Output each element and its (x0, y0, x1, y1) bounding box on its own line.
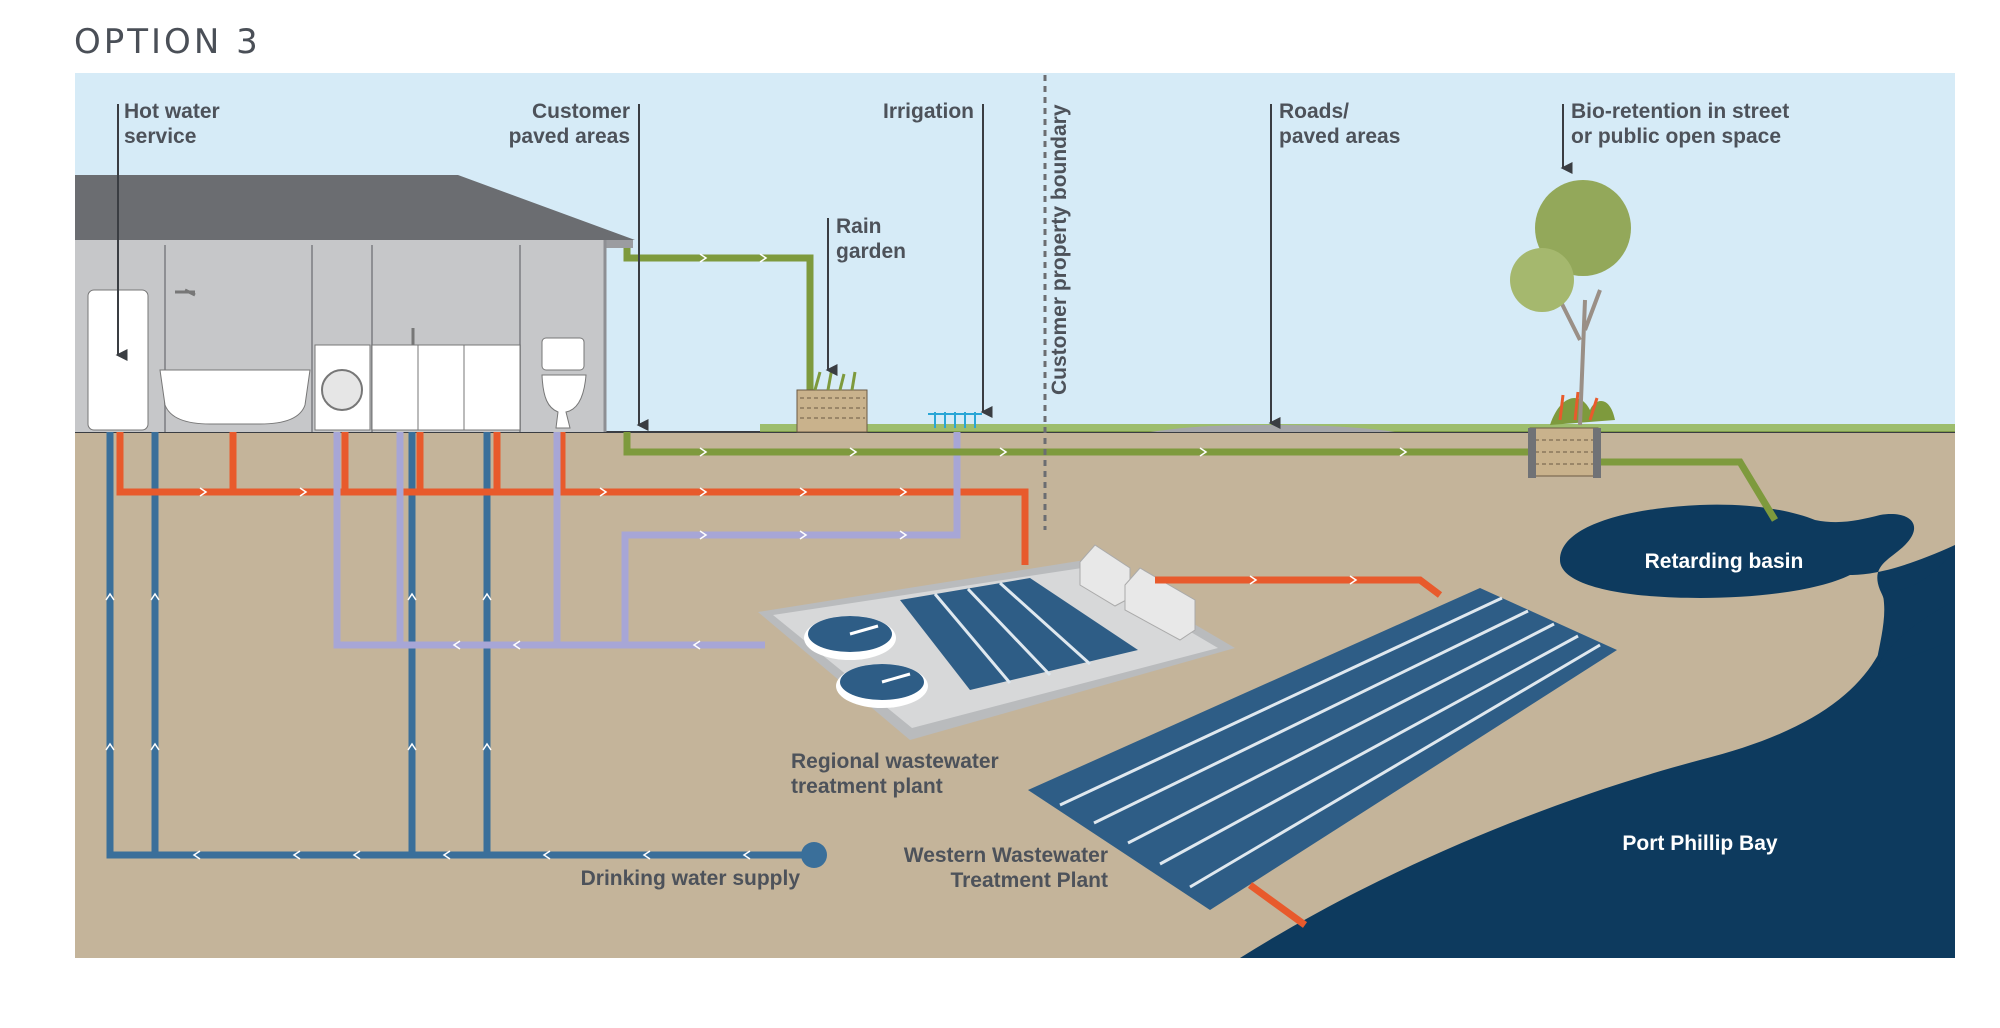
rain-garden (796, 367, 868, 433)
page-title: OPTION 3 (74, 22, 261, 62)
drinking-water-source (801, 842, 827, 868)
recycled-flow-marks (452, 530, 908, 650)
drinking-water-pipes (106, 432, 810, 859)
wastewater-flow-marks (199, 487, 1358, 585)
wastewater-pipes (116, 432, 1443, 928)
label-roads: Roads/paved areas (1279, 100, 1400, 148)
house (75, 175, 635, 432)
label-port-phillip-bay: Port Phillip Bay (1622, 832, 1778, 855)
label-retarding-basin: Retarding basin (1645, 550, 1804, 573)
port-phillip-bay-shape (1240, 545, 1955, 958)
stormwater-pipes (623, 245, 1778, 522)
label-property-boundary: Customer property boundary (1048, 104, 1071, 395)
retarding-basin-shape (1560, 504, 1955, 670)
recycled-water-pipes (333, 432, 961, 649)
label-drinking-water: Drinking water supply (581, 867, 801, 890)
irrigation-sprinklers (928, 412, 982, 428)
bio-retention (1510, 180, 1631, 478)
bay-channel (1875, 550, 1955, 670)
stormwater-flow-marks (699, 253, 1408, 457)
label-irrigation: Irrigation (883, 100, 974, 123)
drinking-water-flow-marks (105, 592, 751, 860)
regional-treatment-plant (758, 544, 1235, 740)
western-treatment-ponds (1028, 588, 1617, 910)
